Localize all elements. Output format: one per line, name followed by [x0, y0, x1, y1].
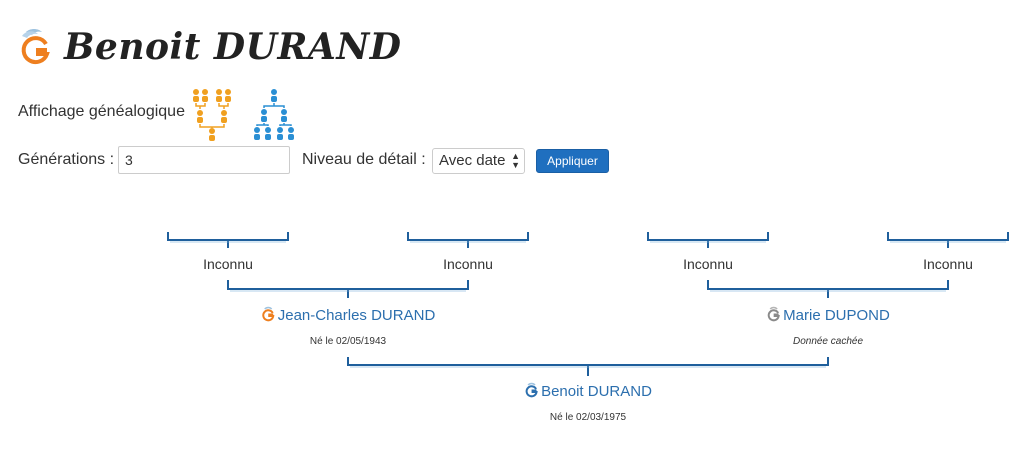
root-person-link[interactable]: Benoit DURAND — [524, 382, 652, 400]
descendant-tree-icon[interactable] — [252, 88, 298, 142]
geneanet-gray-icon — [767, 306, 780, 322]
father-link[interactable]: Jean-Charles DURAND — [261, 306, 436, 324]
select-arrows-icon: ▲▼ — [511, 151, 520, 170]
geneanet-orange-icon — [262, 306, 275, 322]
ascendant-tree-icon[interactable] — [190, 88, 236, 142]
root-person-name: Benoit DURAND — [541, 383, 652, 400]
display-mode-label: Affichage généalogique — [18, 103, 185, 120]
unknown-ancestor: Inconnu — [683, 256, 733, 272]
unknown-ancestor: Inconnu — [443, 256, 493, 272]
father-name: Jean-Charles DURAND — [277, 307, 436, 324]
geneanet-blue-icon — [525, 382, 538, 398]
detail-level-select[interactable]: Avec date ▲▼ — [432, 148, 525, 174]
generations-label: Générations : — [18, 151, 115, 168]
root-person-birth: Né le 02/03/1975 — [549, 412, 627, 423]
apply-button[interactable]: Appliquer — [536, 149, 609, 173]
unknown-ancestor: Inconnu — [923, 256, 973, 272]
geneanet-logo-icon — [21, 29, 50, 65]
page-title: Benoit DURAND — [64, 26, 402, 68]
detail-level-value: Avec date — [439, 152, 506, 169]
mother-link[interactable]: Marie DUPOND — [766, 306, 890, 324]
father-birth: Né le 02/05/1943 — [309, 336, 387, 347]
detail-level-label: Niveau de détail : — [302, 151, 426, 168]
generations-input[interactable] — [118, 146, 290, 174]
mother-name: Marie DUPOND — [783, 307, 890, 324]
unknown-ancestor: Inconnu — [203, 256, 253, 272]
mother-hidden-data: Donnée cachée — [792, 336, 864, 347]
